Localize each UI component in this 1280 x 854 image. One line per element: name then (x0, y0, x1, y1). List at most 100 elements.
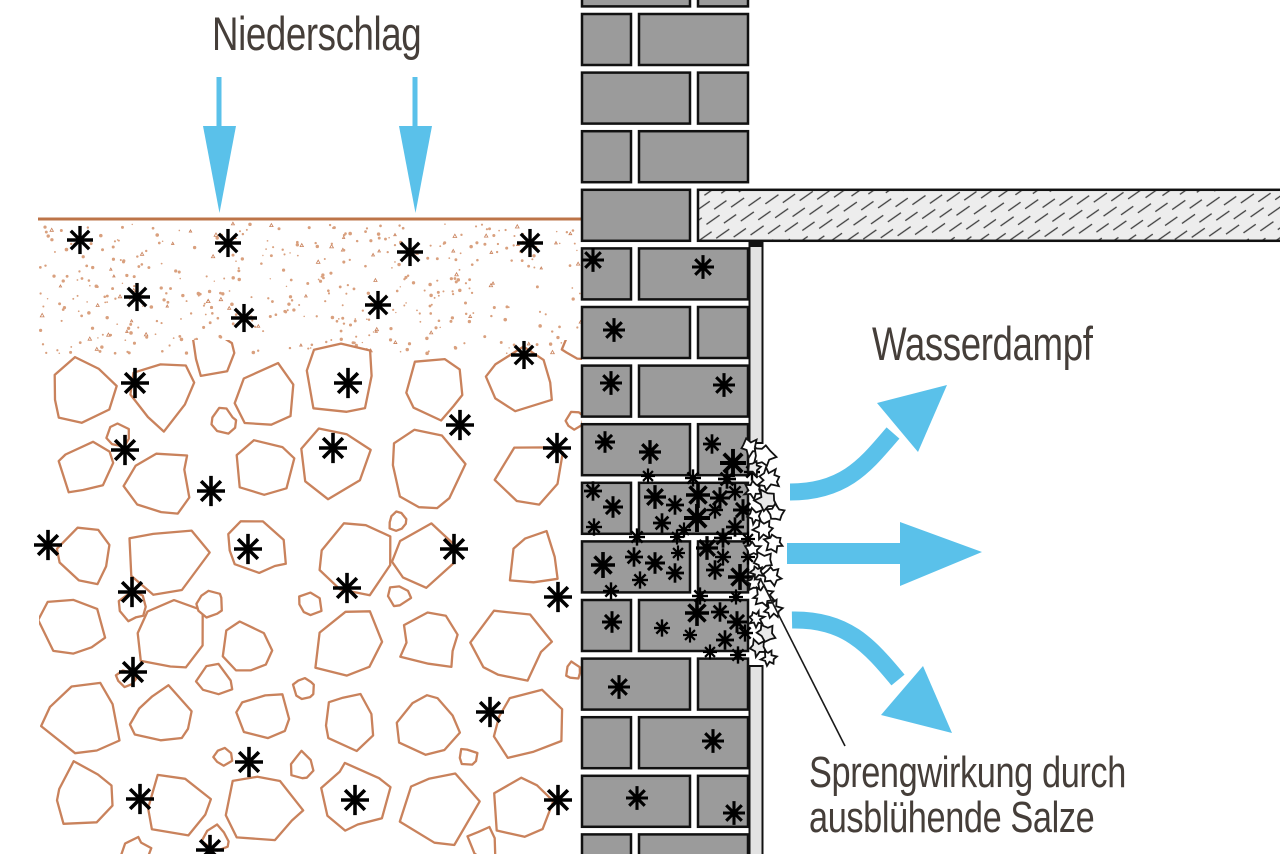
salt-asterisk (517, 228, 543, 258)
soil-sand-layer (38, 221, 583, 356)
salt-asterisk (591, 552, 615, 578)
salt-asterisk (603, 582, 619, 600)
salt-asterisk (602, 611, 622, 633)
salt-asterisk (111, 434, 139, 466)
salt-asterisk (729, 589, 743, 605)
salt-asterisk (231, 303, 257, 333)
salt-asterisk (584, 481, 602, 501)
salt-asterisk (341, 784, 369, 816)
floor-slab (696, 188, 1280, 243)
salt-asterisk (730, 646, 746, 664)
label-sprengwirkung: Sprengwirkung durch ausblühende Salze (809, 750, 1126, 840)
salt-asterisk (713, 373, 735, 397)
salt-asterisk (641, 468, 655, 484)
vapor-arrow-top (789, 385, 947, 501)
salt-asterisk (685, 600, 709, 626)
salt-asterisk (319, 432, 347, 464)
salt-asterisk (333, 572, 361, 604)
salt-asterisk (666, 495, 684, 515)
vapor-arrows (787, 385, 982, 733)
salt-asterisk (666, 563, 684, 583)
salt-asterisk (196, 834, 224, 854)
salt-asterisk (706, 560, 724, 580)
salt-asterisk (544, 784, 572, 816)
salt-asterisk (703, 644, 717, 660)
salt-asterisk (670, 529, 684, 545)
rain-arrow (203, 77, 236, 213)
vapor-arrow-bottom (791, 611, 952, 733)
salt-asterisk (715, 548, 731, 566)
salt-asterisk (653, 513, 671, 533)
salt-asterisk (582, 248, 604, 272)
salt-asterisk (476, 696, 504, 728)
salt-asterisk (692, 255, 714, 279)
salt-asterisk (737, 624, 753, 642)
salt-asterisk (644, 485, 666, 509)
rain-arrows (203, 77, 432, 213)
salt-asterisk (720, 448, 746, 478)
vapor-arrow-middle (787, 522, 982, 586)
label-sprengwirkung-line2: ausblühende Salze (809, 793, 1095, 842)
label-sprengwirkung-line1: Sprengwirkung durch (809, 748, 1126, 797)
salt-asterisk (716, 630, 734, 650)
salt-asterisk (511, 340, 537, 370)
salt-asterisk (727, 611, 747, 633)
salt-asterisk (118, 576, 146, 608)
salt-asterisk (197, 475, 225, 507)
salt-asterisk (440, 533, 468, 565)
salt-asterisk (126, 783, 154, 815)
salt-asterisk (703, 434, 721, 454)
salt-asterisks-soil (34, 225, 572, 854)
salt-asterisk (34, 529, 62, 561)
salt-asterisk (603, 496, 623, 518)
salt-asterisk (334, 367, 362, 399)
salt-asterisk (544, 581, 572, 613)
salt-asterisk (365, 290, 391, 320)
label-wasserdampf: Wasserdampf (872, 317, 1093, 370)
salt-asterisk (446, 409, 474, 441)
salt-asterisk (726, 517, 744, 537)
salt-asterisk (728, 564, 752, 590)
salt-asterisk (718, 469, 736, 489)
salt-asterisks-wall (582, 248, 745, 825)
salt-asterisk (608, 675, 630, 699)
leader-line (759, 577, 846, 747)
label-niederschlag: Niederschlag (212, 7, 422, 60)
salt-asterisk (723, 801, 745, 825)
salt-asterisk (671, 545, 685, 561)
salt-asterisk (543, 432, 571, 464)
salt-asterisk (639, 440, 661, 464)
salt-asterisk (685, 469, 701, 487)
salt-asterisk (625, 547, 643, 567)
salt-asterisk (626, 786, 648, 810)
salt-asterisk (702, 729, 724, 753)
salt-asterisk (215, 228, 241, 258)
salt-asterisk (654, 619, 670, 637)
salt-asterisk (235, 746, 263, 778)
salt-asterisk (595, 431, 615, 453)
salt-asterisk (686, 482, 710, 508)
soil-stone-layer (39, 340, 582, 854)
salt-asterisk (121, 367, 149, 399)
salt-asterisk (714, 528, 732, 548)
salt-asterisk (119, 656, 147, 688)
rain-arrow (399, 77, 432, 213)
salt-crystal-shards (740, 436, 786, 668)
salt-asterisk (727, 483, 743, 501)
salt-asterisk (711, 602, 729, 622)
salt-asterisks-efflorescence-cluster (584, 431, 760, 664)
salt-asterisk (629, 528, 645, 546)
salt-asterisk (397, 237, 423, 267)
salt-asterisk (67, 225, 93, 255)
salt-asterisk (707, 501, 723, 519)
salt-asterisk (632, 571, 648, 589)
salt-asterisk (683, 627, 697, 643)
salt-asterisk (586, 518, 602, 536)
salt-asterisk (645, 552, 665, 574)
salt-asterisk (692, 587, 708, 605)
salt-asterisk (733, 499, 753, 521)
salt-asterisk (684, 503, 710, 533)
salt-asterisk (603, 318, 625, 342)
